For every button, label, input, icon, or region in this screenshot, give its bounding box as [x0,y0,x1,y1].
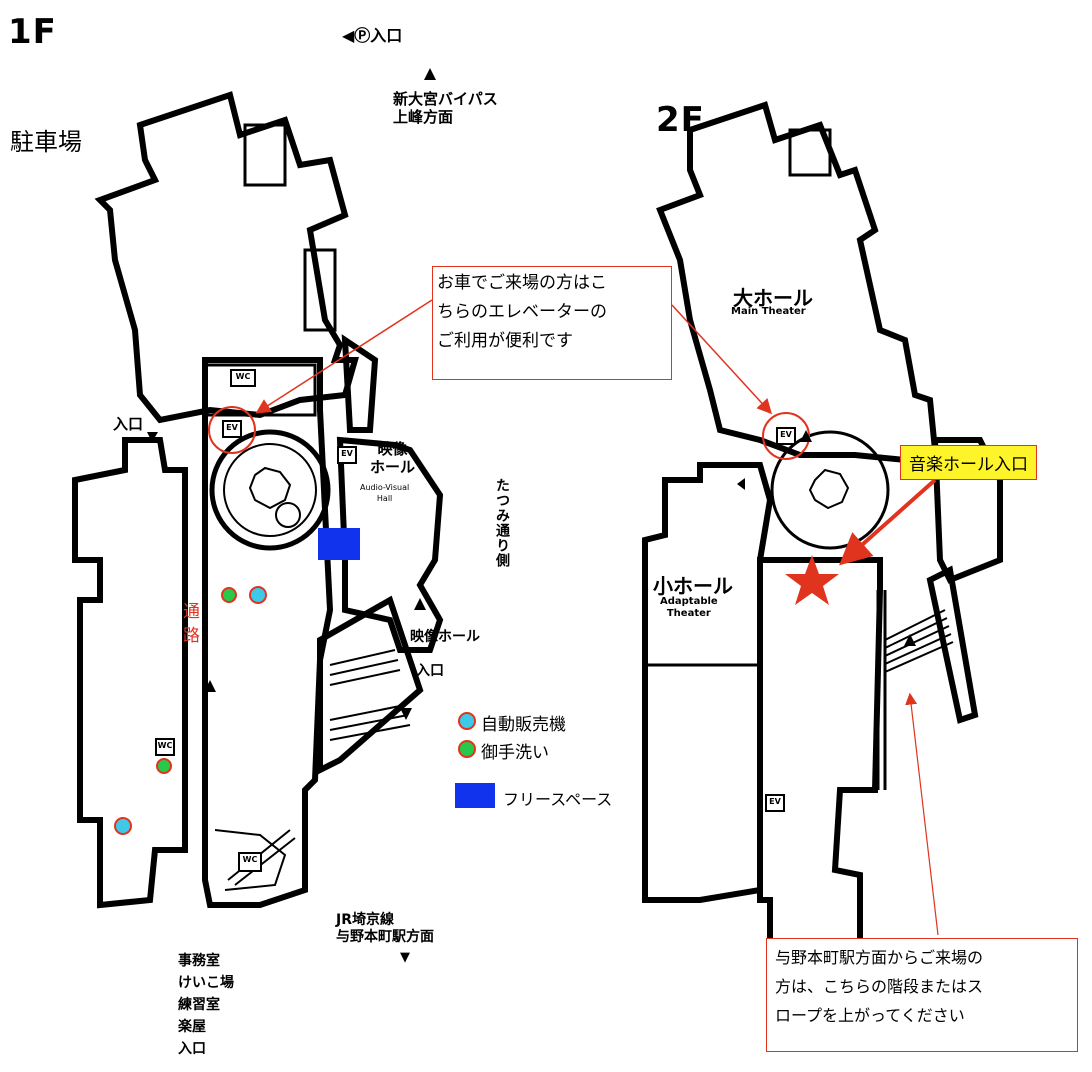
2f-rotunda [770,430,890,550]
car-callout-line-3: ご利用が便利です [437,331,573,351]
1f-stairs-block [317,595,424,775]
legend-restroom-icon [458,740,476,758]
elevator-icon: EV [222,420,242,438]
music-hall-entrance-callout: 音楽ホール入口 [900,445,1037,480]
passage-char-1: 通 [183,602,200,622]
av-hall-entrance-line-2: 入口 [416,663,444,679]
av-hall-line-1: 映像 [377,440,408,458]
1f-upper-block [94,91,359,424]
1f-center-block [202,357,334,908]
legend-restroom-label: 御手洗い [481,743,549,763]
legend-vending-label: 自動販売機 [481,715,566,735]
legend-free-space-label: フリースペース [503,790,613,809]
legend-vending-icon [458,712,476,730]
small-hall-en-label: Adaptable Theater [660,596,718,620]
1f-rotunda [209,429,331,551]
av-hall-en-line-2: Hall [376,494,393,503]
station-callout: 与野本町駅方面からご来場の 方は、こちらの階段またはス ロープを上がってください [766,938,1078,1052]
parking-label: 駐車場 [10,128,82,156]
station-arrow [905,692,939,936]
legend-free-space-swatch [455,783,495,808]
2f-lobby-block [757,557,883,968]
toilet-icon: WC [155,738,175,756]
music-hall-arrow [839,478,937,566]
office-line-3: 練習室 [178,997,220,1013]
2f-ramp [926,565,979,724]
passage-label: 通 路 [183,600,203,648]
tatsumi-label: たつみ通り側 [494,478,510,568]
1f-corridor [341,334,379,433]
station-callout-line-2: 方は、こちらの階段またはス [775,977,984,996]
down-arrow-icon: ▼ [400,950,410,965]
av-hall-entrance-line-1: 映像ホール [410,629,480,645]
station-callout-line-1: 与野本町駅方面からご来場の [775,948,984,967]
av-hall-en-label: Audio-Visual Hall [360,482,409,504]
bypass-label: 新大宮バイパス 上峰方面 [393,90,498,126]
toilet-icon: WC [238,852,262,872]
restroom-marker [156,758,172,774]
jr-label: JR埼京線 与野本町駅方面 [336,912,434,946]
floor-1f-title: 1F [8,12,57,52]
av-hall-entrance-label: 映像ホール 入口 [410,620,480,688]
small-hall-label: 小ホール [653,574,733,598]
callout-arrow-2f [671,304,773,415]
floor-2f-title: 2F [656,100,705,140]
small-hall-en-line-1: Adaptable [660,596,718,607]
main-hall-en-label: Main Theater [731,306,806,317]
toilet-icon: WC [230,369,256,387]
vending-marker [114,817,132,835]
elevator-icon: EV [776,427,796,445]
office-line-1: 事務室 [178,953,220,969]
av-hall-line-2: ホール [370,458,416,476]
station-callout-line-3: ロープを上がってください [775,1006,965,1025]
restroom-marker [221,587,237,603]
parking-entrance-label: ◀Ⓟ入口 [342,26,403,45]
office-line-4: 楽屋 [178,1019,206,1035]
entrance-left-label: 入口 [113,415,144,433]
car-callout: お車でご来場の方はこ ちらのエレベーターの ご利用が便利です [432,266,672,380]
jr-line-2: 与野本町駅方面 [336,929,434,945]
car-callout-line-1: お車でご来場の方はこ [437,273,607,293]
office-line-2: けいこ場 [178,975,234,991]
music-hall-star [785,555,839,605]
1f-right-block [336,436,444,653]
passage-char-2: 路 [183,626,200,646]
free-space-area [318,528,360,560]
bypass-line-2: 上峰方面 [393,108,454,126]
callout-arrow-1f [255,299,433,414]
2f-small-hall-block [642,462,774,903]
elevator-icon: EV [337,446,357,464]
car-callout-line-2: ちらのエレベーターの [437,302,607,322]
ev-highlight-circle-1f [208,406,256,454]
av-hall-label: 映像 ホール [370,440,415,476]
bypass-line-1: 新大宮バイパス [393,90,498,108]
elevator-icon: EV [765,794,785,812]
2f-right-wing [931,437,1003,584]
jr-line-1: JR埼京線 [336,912,394,928]
office-line-5: 入口 [178,1041,206,1057]
small-hall-en-line-2: Theater [666,608,711,619]
main-hall-label: 大ホール [733,286,813,310]
vending-marker [249,586,267,604]
office-entrance-label: 事務室 けいこ場 練習室 楽屋 入口 [178,950,234,1060]
av-hall-en-line-1: Audio-Visual [360,483,410,492]
1f-lower-left-block [72,437,188,909]
